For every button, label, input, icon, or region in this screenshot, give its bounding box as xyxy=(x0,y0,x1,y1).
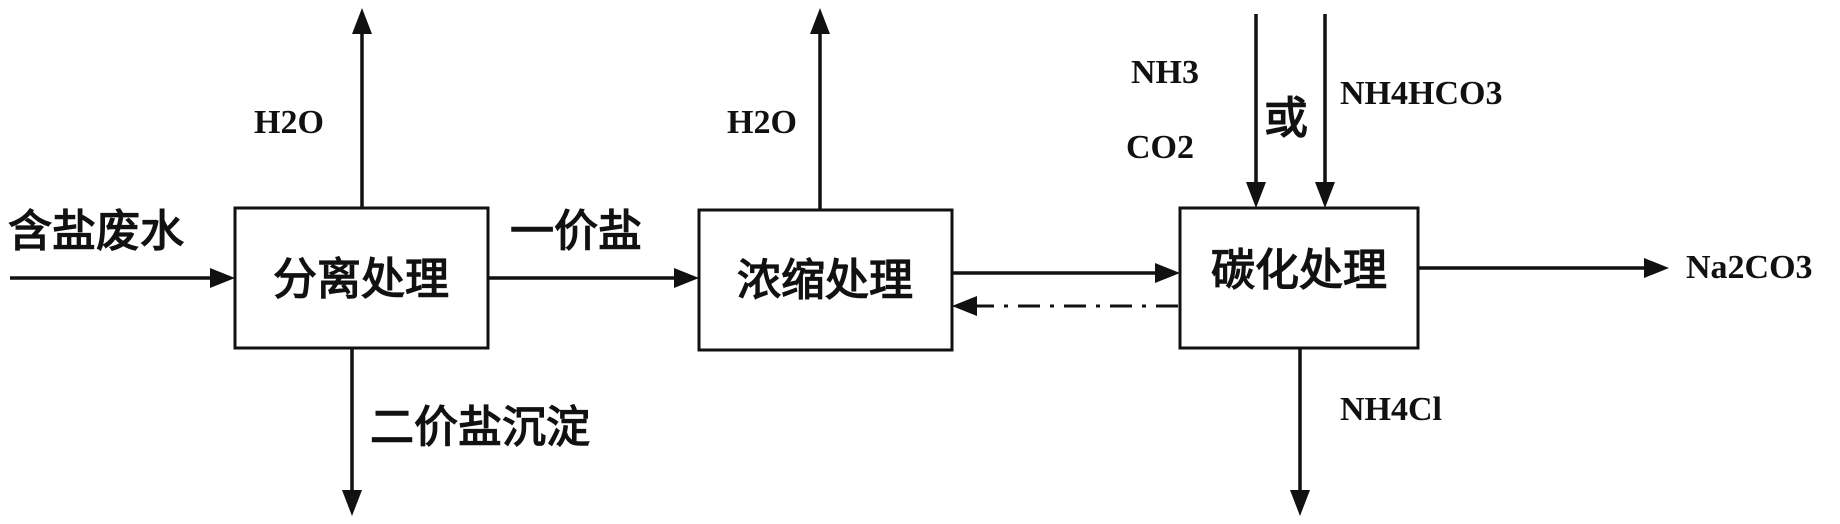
recycle-arrowhead xyxy=(952,296,977,316)
separation-box xyxy=(233,206,490,350)
feed-arrowhead xyxy=(210,268,235,288)
concentration-label: 浓缩处理 xyxy=(737,255,913,306)
nh3-label: NH3 xyxy=(1131,54,1199,91)
monovalent-arrowhead xyxy=(674,268,699,288)
water-up-arrowhead-1 xyxy=(352,8,372,34)
feed-label: 含盐废水 xyxy=(8,206,185,257)
carbonation-box xyxy=(1178,206,1420,350)
byproduct-down-arrowhead xyxy=(1290,490,1310,516)
product-label: Na2CO3 xyxy=(1686,249,1813,286)
monovalent-salt-label: 一价盐 xyxy=(510,206,642,257)
water-out-label-1: H2O xyxy=(254,104,324,141)
water-up-arrowhead-2 xyxy=(810,8,830,34)
product-arrowhead xyxy=(1644,258,1669,278)
bicarbonate-input-arrowhead xyxy=(1315,182,1335,208)
separation-label: 分离处理 xyxy=(273,254,449,305)
precipitate-down-arrowhead xyxy=(342,490,362,516)
concentration-box xyxy=(697,208,954,352)
carbonation-label: 碳化处理 xyxy=(1211,245,1387,296)
water-out-label-2: H2O xyxy=(727,104,797,141)
divalent-precipitate-label: 二价盐沉淀 xyxy=(370,402,590,453)
byproduct-label: NH4Cl xyxy=(1340,391,1442,428)
gas-input-arrowhead xyxy=(1246,182,1266,208)
or-label: 或 xyxy=(1264,93,1308,144)
nh4hco3-label: NH4HCO3 xyxy=(1340,75,1502,112)
co2-label: CO2 xyxy=(1126,129,1194,166)
concentrate-arrowhead xyxy=(1155,263,1180,283)
